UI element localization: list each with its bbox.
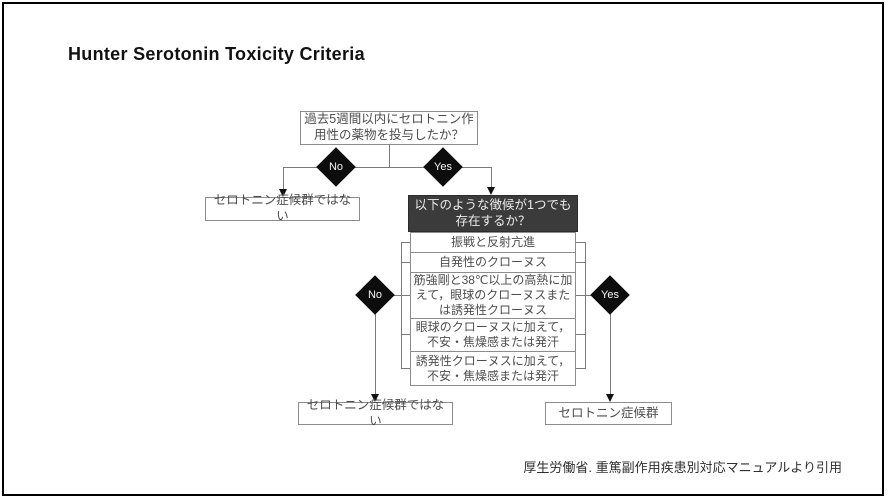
- decision-label: Yes: [434, 161, 452, 173]
- connector-stub: [401, 334, 410, 335]
- symptom-box-inducible-clonus: 誘発性クローヌスに加えて，不安・焦燥感または発汗: [410, 351, 576, 386]
- outcome-box-not-serotonin-2: セロトニン症候群ではない: [298, 398, 453, 428]
- decision-yes-1: Yes: [423, 147, 463, 187]
- arrowhead-icon: [606, 394, 614, 402]
- connector-line: [389, 144, 390, 167]
- connector-line: [610, 312, 611, 396]
- decision-label: No: [367, 289, 383, 301]
- question-box-signs: 以下のような徴候が1つでも存在するか？: [408, 195, 578, 232]
- connector-stub: [401, 368, 410, 369]
- connector-rail-right: [585, 242, 586, 369]
- citation-text: 厚生労働省. 重篤副作用疾患別対応マニュアルより引用: [523, 460, 842, 475]
- connector-stub: [576, 368, 585, 369]
- outer-border: [2, 2, 884, 496]
- connector-stub: [576, 242, 585, 243]
- symptom-box-spontaneous-clonus: 自発性のクローヌス: [410, 252, 576, 273]
- arrowhead-icon: [487, 187, 495, 195]
- decision-no-2: No: [355, 275, 395, 315]
- connector-stub: [401, 295, 410, 296]
- page-title: Hunter Serotonin Toxicity Criteria: [68, 44, 365, 64]
- connector-stub: [576, 262, 585, 263]
- decision-label: No: [328, 161, 344, 173]
- connector-stub: [576, 295, 585, 296]
- connector-stub: [576, 334, 585, 335]
- connector-line: [375, 312, 376, 396]
- symptom-box-rigidity-fever: 筋強剛と38℃以上の高熱に加えて，眼球のクローヌスまたは誘発性クローヌス: [410, 272, 576, 319]
- connector-line: [491, 167, 492, 188]
- connector-line: [283, 167, 492, 168]
- arrowhead-icon: [371, 394, 379, 402]
- connector-line: [283, 167, 284, 190]
- arrowhead-icon: [279, 189, 287, 197]
- question-box-drug-exposure: 過去5週間以内にセロトニン作用性の薬物を投与したか？: [300, 111, 478, 145]
- decision-no-1: No: [316, 147, 356, 187]
- outcome-box-serotonin-syndrome: セロトニン症候群: [545, 402, 672, 425]
- decision-label: Yes: [601, 289, 619, 301]
- symptom-box-ocular-clonus: 眼球のクローヌスに加えて，不安・焦燥感または発汗: [410, 318, 576, 352]
- connector-stub: [401, 242, 410, 243]
- outcome-box-not-serotonin-1: セロトニン症候群ではない: [205, 193, 360, 223]
- connector-rail-left: [401, 242, 402, 369]
- symptom-box-tremor: 振戦と反射亢進: [410, 232, 576, 253]
- decision-yes-2: Yes: [590, 275, 630, 315]
- connector-stub: [401, 262, 410, 263]
